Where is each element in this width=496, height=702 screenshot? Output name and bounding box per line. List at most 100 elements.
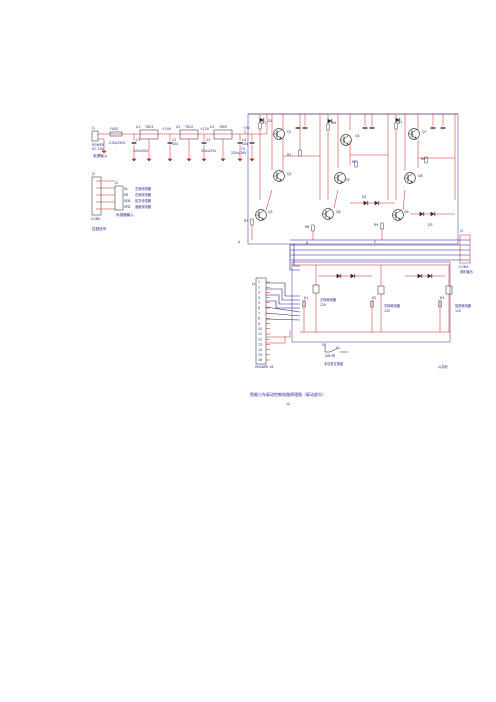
svg-text:R5: R5 — [352, 160, 356, 164]
svg-text:220u/50V: 220u/50V — [133, 149, 149, 153]
motor-output-label: 电机输出 — [460, 269, 473, 274]
controller-pin-9: 9 — [258, 322, 260, 326]
sensor-header — [114, 185, 124, 211]
svg-text:Q4: Q4 — [355, 134, 360, 138]
svg-text:C2: C2 — [172, 138, 176, 142]
svg-text:R4: R4 — [332, 121, 336, 125]
controller-connector-model: HEADER 16 — [255, 365, 273, 369]
relay-section: K1 左转继电器 12V K2 右转继电器 12V K3 前进继电器 12V — [291, 261, 472, 343]
sensor-desc-2: 右侧传感器 — [135, 192, 152, 197]
svg-text:D2: D2 — [362, 195, 366, 199]
switch-part: SW-PB — [325, 354, 335, 358]
svg-text:R8: R8 — [421, 157, 425, 161]
sensor-signal-seb: SEB — [124, 199, 130, 203]
svg-text:7812: 7812 — [185, 125, 193, 129]
fuse-symbol — [109, 131, 123, 137]
switch-label: 手动复位按键 — [324, 361, 344, 366]
controller-pin-3: 3 — [258, 291, 260, 295]
controller-pin-7: 7 — [258, 311, 260, 315]
drive-channel-c: Q7 Q8 Q9 R7 R8 R9 D3 C — [374, 114, 456, 244]
power-capacitors: C1 220u/50V C2 104 C3 220u/25V C4 104 C5… — [130, 134, 256, 162]
sensor-desc-1: 左侧传感器 — [135, 186, 152, 191]
svg-text:C: C — [374, 240, 377, 244]
fuse-ref: FUSE — [110, 127, 118, 131]
svg-text:7805: 7805 — [219, 125, 227, 129]
svg-text:右转继电器: 右转继电器 — [384, 303, 401, 308]
controller-pin-13: 13 — [258, 343, 262, 347]
drive-channel-b: Q4 Q5 Q6 R4 R5 R6 D2 B — [305, 114, 395, 245]
rail-label-12v: +12V — [200, 127, 210, 131]
relay-channel-1: K1 左转继电器 12V — [302, 265, 372, 332]
svg-text:Q8: Q8 — [418, 174, 423, 178]
svg-text:Q2: Q2 — [287, 172, 292, 176]
svg-text:R2: R2 — [287, 153, 291, 157]
svg-text:A: A — [238, 240, 241, 244]
controller-pin-15: 15 — [258, 353, 262, 357]
drive-region-outline — [247, 113, 459, 245]
sensor-header-ref: J2 — [114, 181, 118, 185]
drive-channels: Q1 Q2 Q3 R1 R2 R3 D1 A — [238, 113, 459, 245]
relay-channel-2: K2 右转继电器 12V — [370, 265, 445, 332]
sensor-desc-4: 速度传感器 — [135, 204, 152, 209]
svg-text:C4: C4 — [242, 138, 246, 142]
switch-ref: S1 — [322, 343, 326, 347]
svg-text:前进继电器: 前进继电器 — [455, 303, 472, 308]
svg-text:U2: U2 — [176, 125, 180, 129]
rail-label-5v: +5V — [243, 126, 251, 130]
svg-text:K3: K3 — [440, 296, 444, 300]
svg-text:R6: R6 — [305, 225, 309, 229]
svg-text:Q9: Q9 — [404, 210, 409, 214]
svg-text:Q7: Q7 — [422, 130, 427, 134]
sensor-signal-sl: SL — [124, 187, 128, 191]
svg-text:C5: C5 — [241, 147, 245, 151]
motor-connector-ref: J3 — [459, 229, 463, 233]
controller-pin-1: 1 — [258, 280, 260, 284]
controller-pin-8: 8 — [258, 317, 260, 321]
sensor-signal-spd: SPD — [124, 205, 131, 209]
sensor-connector — [91, 176, 102, 216]
controller-pin-12: 12 — [258, 337, 262, 341]
svg-text:Q5: Q5 — [345, 178, 350, 182]
sensor-section: J2 CON5 控制信号 J2 SL SR SEB SPD 左侧传感器 右侧传感… — [91, 172, 152, 231]
motor-output: J3 CON4 电机输出 — [290, 229, 473, 274]
drive-channel-a: Q1 Q2 Q3 R1 R2 R3 D1 A — [238, 114, 321, 244]
relay-channel-3: K3 前进继电器 12V — [438, 265, 472, 332]
controller-pin-4: 4 — [258, 296, 260, 300]
controller-pin-10: 10 — [258, 327, 262, 331]
sensor-section-title: 控制信号 — [92, 226, 107, 231]
svg-text:12V: 12V — [384, 309, 391, 313]
power-connector — [91, 130, 99, 142]
svg-text:U3: U3 — [210, 125, 214, 129]
regulator-u3: U3 7805 — [210, 125, 233, 162]
svg-text:220u/16V: 220u/16V — [231, 151, 247, 155]
figure-caption: 智能小车驱动控制电路原理图（驱动部分） — [250, 391, 326, 397]
svg-text:104: 104 — [172, 142, 178, 146]
controller-pin-2: 2 — [258, 285, 260, 289]
controller-pin-5: 5 — [258, 301, 260, 305]
svg-text:Q6: Q6 — [336, 210, 341, 214]
svg-text:7824: 7824 — [145, 125, 153, 129]
sensor-connector-ref: J2 — [91, 172, 95, 176]
ground-label: 公共地 — [438, 364, 448, 369]
svg-text:K2: K2 — [372, 296, 376, 300]
controller-pin-6: 6 — [258, 306, 260, 310]
power-input-spec: DC 24V — [92, 147, 105, 151]
motor-connector — [459, 234, 471, 264]
svg-text:C3: C3 — [206, 138, 210, 142]
sensor-desc-3: 前方传感器 — [135, 198, 152, 203]
power-connector-model: POWER — [92, 143, 105, 147]
svg-text:D3: D3 — [428, 223, 432, 227]
page-number: 12 — [286, 402, 290, 406]
regulator-u1: U1 7824 — [136, 125, 159, 162]
svg-text:K1: K1 — [304, 296, 308, 300]
rail-label-24v: +24V — [162, 127, 172, 131]
power-section: J1 POWER DC 24V 电源输入 FUSE 2.5A/250V U1 7… — [91, 125, 267, 162]
regulator-u2: U2 7812 — [176, 125, 199, 162]
svg-text:Q1: Q1 — [287, 130, 292, 134]
fuse-rating: 2.5A/250V — [109, 141, 126, 145]
svg-text:220u/25V: 220u/25V — [201, 149, 217, 153]
sensor-signal-sr: SR — [124, 193, 129, 197]
svg-text:左转继电器: 左转继电器 — [320, 297, 337, 302]
